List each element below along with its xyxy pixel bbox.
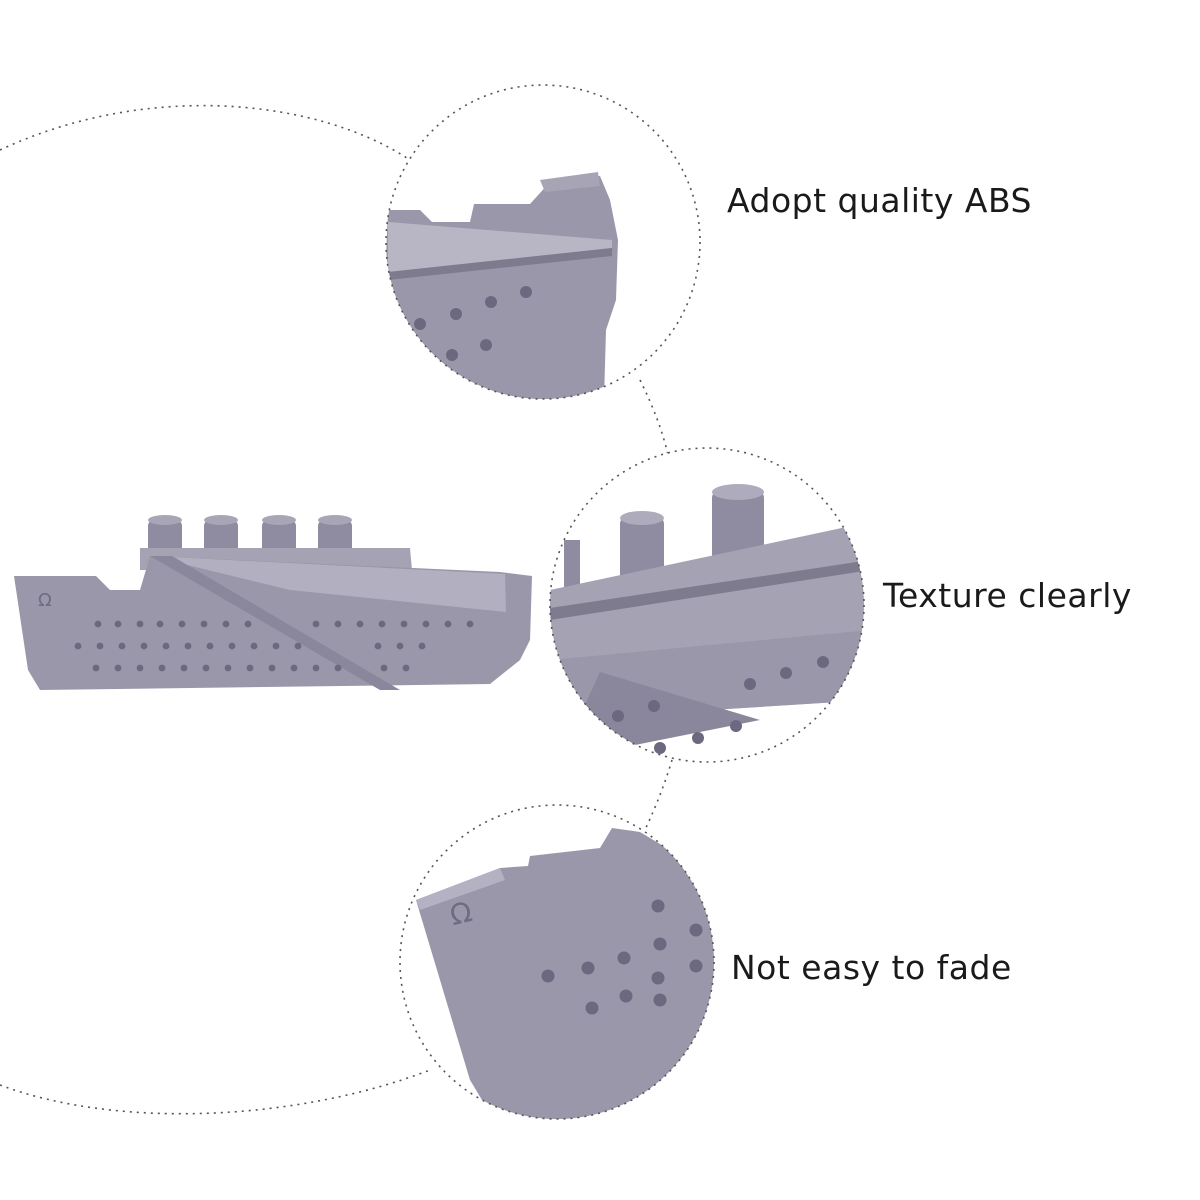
svg-text:Ω: Ω — [38, 590, 52, 611]
dotted-connector-left — [0, 104, 411, 161]
dotted-connector-mid — [639, 379, 669, 456]
feature-label-fade: Not easy to fade — [731, 948, 1012, 987]
dotted-connector-bottom — [0, 1069, 431, 1115]
zoom-circle-funnels — [549, 447, 865, 763]
dotted-connector-lower — [639, 759, 673, 841]
feature-label-texture: Texture clearly — [883, 576, 1132, 615]
feature-label-abs: Adopt quality ABS — [727, 181, 1032, 220]
zoom-circle-bow: Ω — [399, 804, 715, 1120]
ship-model: Ω — [14, 515, 532, 690]
zoom-circle-stern — [385, 84, 701, 400]
